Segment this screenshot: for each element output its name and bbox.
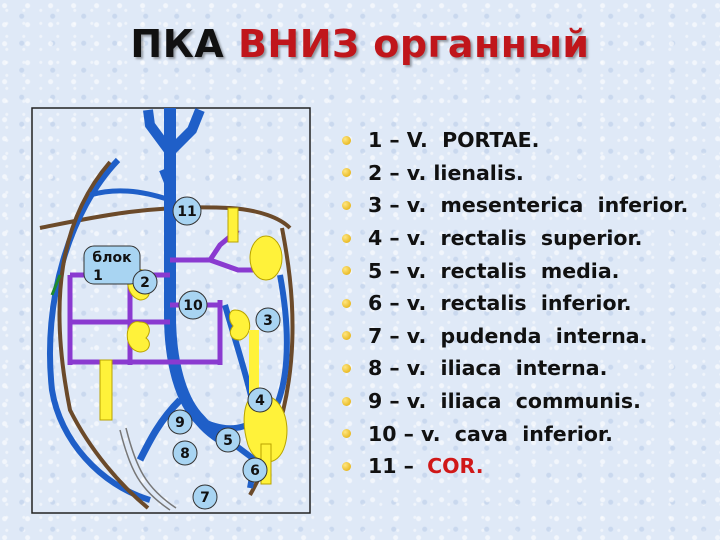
legend-item: 1 – V. PORTAE. — [340, 124, 688, 157]
bullet-icon — [342, 266, 351, 275]
label-7: 7 — [193, 485, 217, 509]
portal-vein-main — [170, 108, 235, 445]
organ-right-kidney — [229, 310, 249, 340]
organ-left-colon — [100, 360, 112, 420]
legend-text: 9 – v. iliaca communis. — [368, 389, 641, 413]
portal-system-diagram: блок 1 2 3 4 5 6 7 8 9 10 11 — [30, 100, 320, 520]
label-5: 5 — [216, 428, 240, 452]
label-9-text: 9 — [175, 415, 185, 431]
bullet-icon — [342, 168, 351, 177]
label-2-text: 2 — [140, 275, 150, 291]
legend-text: 1 – V. PORTAE. — [368, 128, 539, 152]
legend-text: 4 – v. rectalis superior. — [368, 226, 642, 250]
organ-upper-right — [250, 236, 282, 280]
page-title: ПКА ВНИЗ органный — [0, 22, 720, 66]
legend-text: 3 – v. mesenterica inferior. — [368, 193, 688, 217]
legend-item: 7 – v. pudenda interna. — [340, 320, 688, 353]
label-11-text: 11 — [177, 204, 196, 220]
label-8-text: 8 — [180, 446, 190, 462]
label-2: 2 — [133, 270, 157, 294]
organ-right-top-bar — [228, 208, 238, 242]
legend-text: 2 – v. lienalis. — [368, 161, 524, 185]
label-3: 3 — [256, 308, 280, 332]
label-9: 9 — [168, 410, 192, 434]
legend-highlight-cor: COR. — [427, 454, 483, 478]
label-6: 6 — [243, 458, 267, 482]
label-7-text: 7 — [200, 490, 210, 506]
label-10-text: 10 — [183, 298, 203, 314]
label-11: 11 — [173, 197, 201, 225]
legend-text: 8 – v. iliaca interna. — [368, 356, 607, 380]
title-direction: ВНИЗ — [238, 22, 360, 66]
bullet-icon — [342, 331, 351, 340]
blok-label: блок — [92, 250, 132, 266]
label-4-text: 4 — [255, 393, 265, 409]
bullet-icon — [342, 201, 351, 210]
legend-item: 4 – v. rectalis superior. — [340, 222, 688, 255]
legend-text: 7 – v. pudenda interna. — [368, 324, 647, 348]
label-1-text: 1 — [93, 268, 103, 284]
legend-text: 10 – v. cava inferior. — [368, 422, 613, 446]
label-4: 4 — [248, 388, 272, 412]
bullet-icon — [342, 136, 351, 145]
bullet-icon — [342, 429, 351, 438]
legend-text: 5 – v. rectalis media. — [368, 259, 619, 283]
legend-item: 3 – v. mesenterica inferior. — [340, 189, 688, 222]
blue-branch-upper-left — [90, 191, 170, 200]
label-8: 8 — [173, 441, 197, 465]
legend-item: 6 – v. rectalis inferior. — [340, 287, 688, 320]
label-6-text: 6 — [250, 463, 260, 479]
legend-item: 2 – v. lienalis. — [340, 157, 688, 190]
legend-item: 11 – COR. — [340, 450, 688, 483]
legend-text: 11 – — [368, 454, 421, 478]
bullet-icon — [342, 397, 351, 406]
label-5-text: 5 — [223, 433, 233, 449]
title-abbrev: ПКА — [130, 22, 224, 66]
bullet-icon — [342, 299, 351, 308]
legend-item: 9 – v. iliaca communis. — [340, 385, 688, 418]
legend-item: 5 – v. rectalis media. — [340, 254, 688, 287]
bullet-icon — [342, 234, 351, 243]
legend-item: 10 – v. cava inferior. — [340, 417, 688, 450]
legend-text: 6 – v. rectalis inferior. — [368, 291, 632, 315]
label-3-text: 3 — [263, 313, 273, 329]
bullet-icon — [342, 462, 351, 471]
legend-item: 8 – v. iliaca interna. — [340, 352, 688, 385]
label-10: 10 — [179, 291, 207, 319]
label-1: 1 — [93, 268, 103, 284]
bullet-icon — [342, 364, 351, 373]
vein-legend: 1 – V. PORTAE. 2 – v. lienalis. 3 – v. m… — [340, 124, 688, 483]
title-organ: органный — [373, 22, 589, 66]
